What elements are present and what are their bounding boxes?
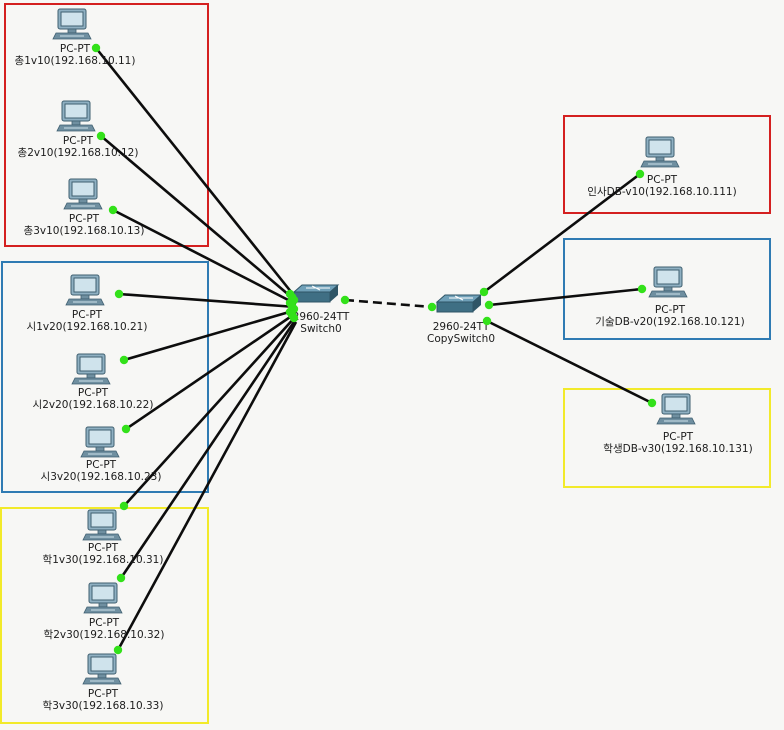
pc-icon [56,100,96,132]
switch-name-label: Switch0 [300,323,341,335]
port-led-pc-2[interactable] [96,131,106,141]
port-led-pc-8[interactable] [116,573,126,583]
vlan30-group-box-left [0,507,209,724]
pc-icon [82,509,122,541]
switch-name-label: CopySwitch0 [427,333,495,345]
pc-icon [71,353,111,385]
device-type-label: PC-PT [72,309,103,321]
port-led-pc-10[interactable] [635,169,645,179]
device-type-label: PC-PT [88,688,119,700]
pc-icon [648,266,688,298]
device-name-label: 학2v30(192.168.10.32) [44,629,165,641]
pc-icon [640,136,680,168]
device-type-label: PC-PT [86,459,117,471]
device-name-label: 학3v30(192.168.10.33) [43,700,164,712]
pc-icon [656,393,696,425]
port-led-switch0-pc-9[interactable] [289,313,299,323]
port-led-pc-9[interactable] [113,645,123,655]
ethernet-link-pc-8[interactable] [119,318,298,579]
port-led-pc-12[interactable] [647,398,657,408]
device-type-label: PC-PT [647,174,678,186]
device-name-label: 시3v20(192.168.10.23) [41,471,162,483]
device-type-label: PC-PT [63,135,94,147]
switch-model-label: 2960-24TT [433,321,490,333]
device-name-label: 시1v20(192.168.10.21) [27,321,148,333]
ethernet-link-pc-4[interactable] [118,292,297,309]
ethernet-link-pc-6[interactable] [125,311,297,431]
device-name-label: 총3v10(192.168.10.13) [24,225,145,237]
device-type-label: PC-PT [88,542,119,554]
port-led-copyswitch0-pc-10[interactable] [479,287,489,297]
ethernet-link-pc-11[interactable] [488,287,643,307]
ethernet-link-pc-2[interactable] [100,135,297,302]
port-led-pc-6[interactable] [121,424,131,434]
vlan10-group-box-left [4,3,209,247]
device-name-label: 기술DB-v20(192.168.10.121) [595,316,744,328]
port-led-pc-4[interactable] [114,289,124,299]
device-name-label: 학1v30(192.168.10.31) [43,554,164,566]
device-name-label: 시2v20(192.168.10.22) [33,399,154,411]
pc-icon [52,8,92,40]
device-type-label: PC-PT [60,43,91,55]
port-led-copyswitch0-pc-12[interactable] [482,316,492,326]
ethernet-link-pc-5[interactable] [123,308,297,362]
vlan10-group-box-right [563,115,771,214]
port-led-pc-11[interactable] [637,284,647,294]
ethernet-link-pc-12[interactable] [486,319,653,405]
ethernet-link-pc-9[interactable] [116,321,298,651]
port-led-pc-5[interactable] [119,355,129,365]
switch-icon [292,284,340,303]
device-type-label: PC-PT [663,431,694,443]
port-led-trunk-switch0[interactable] [340,295,350,305]
port-led-trunk-copyswitch0[interactable] [427,302,437,312]
pc-icon [80,426,120,458]
port-led-pc-7[interactable] [119,501,129,511]
device-name-label: 학생DB-v30(192.168.10.131) [603,443,752,455]
device-type-label: PC-PT [69,213,100,225]
ethernet-link-pc-1[interactable] [94,47,298,299]
switch-icon [435,294,483,313]
device-name-label: 총2v10(192.168.10.12) [18,147,139,159]
device-type-label: PC-PT [655,304,686,316]
ethernet-link-pc-7[interactable] [123,315,297,507]
device-type-label: PC-PT [78,387,109,399]
ethernet-link-pc-3[interactable] [112,208,297,306]
trunk-link[interactable] [344,298,433,309]
port-led-pc-3[interactable] [108,205,118,215]
device-type-label: PC-PT [89,617,120,629]
pc-icon [65,274,105,306]
pc-icon [63,178,103,210]
switch-model-label: 2960-24TT [293,311,350,323]
ethernet-link-pc-10[interactable] [483,172,641,294]
port-led-pc-1[interactable] [91,43,101,53]
device-name-label: 총1v10(192.168.10.11) [15,55,136,67]
device-name-label: 인사DB-v10(192.168.10.111) [587,186,736,198]
vlan20-group-box-left [1,261,209,493]
pc-icon [82,653,122,685]
vlan30-group-box-right [563,388,771,488]
pc-icon [83,582,123,614]
port-led-copyswitch0-pc-11[interactable] [484,300,494,310]
vlan20-group-box-right [563,238,771,340]
